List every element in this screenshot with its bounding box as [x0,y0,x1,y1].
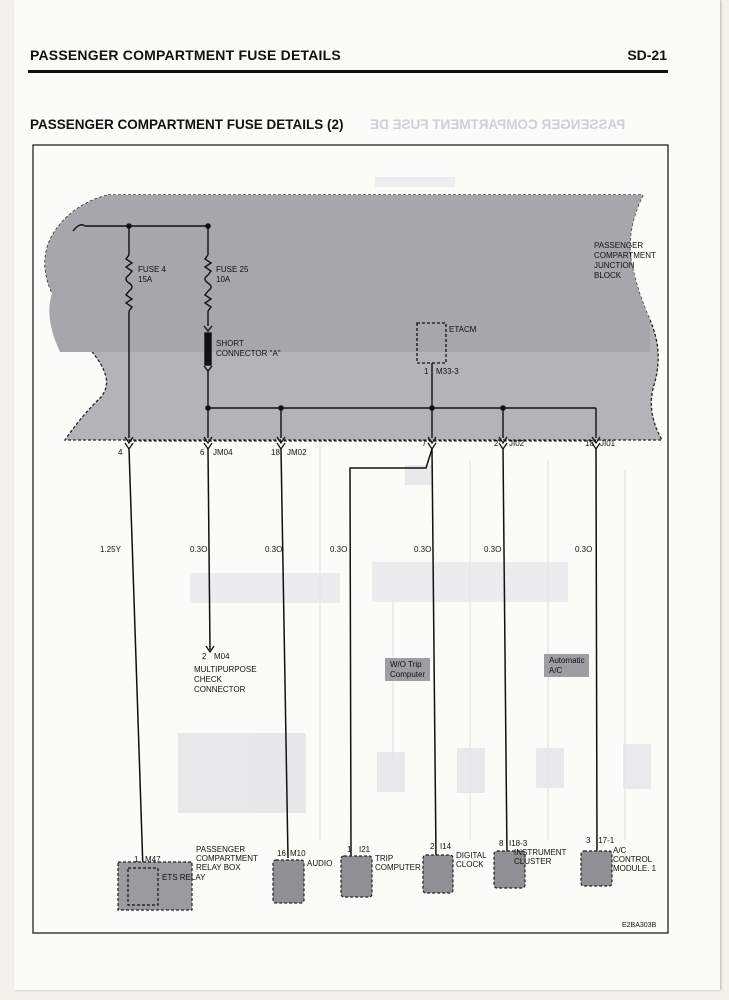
digital-clock-line1: DIGITAL [456,851,487,860]
instrument-cluster-component [493,850,526,889]
m04-pin: 2 [202,652,207,661]
terminal-pin: 7 [422,439,427,448]
relay-box-line1: PASSENGER [196,845,245,854]
wire-label: 1.25Y [100,545,122,554]
digital-clock-line2: CLOCK [456,860,484,869]
terminal-pin: 18 [585,439,594,448]
page-sheet [14,0,720,990]
trip-computer-line2: COMPUTER [375,863,421,872]
instrument-cluster-pin: 8 [499,839,504,848]
audio-component [272,859,305,904]
ac-control-pin: 3 [586,836,591,845]
terminal-connector: JI02 [509,439,525,448]
relay-box-pin: 1 [134,855,139,864]
audio-connector: M10 [290,849,306,858]
instrument-cluster-line1: INSTRUMENT [514,848,567,857]
note-automatic-2: A/C [549,666,563,675]
digital-clock-component [422,854,454,894]
short-connector-symbol [203,311,213,408]
ac-control-line3: MODULE. 1 [613,864,657,873]
trip-computer-pin: 1 [347,845,352,854]
terminal-connector: JI01 [600,439,616,448]
etacm-pin: 1 [424,367,429,376]
terminal-connector: JM04 [213,448,233,457]
fuse-25-rating: 10A [216,275,231,284]
ac-control-line1: A/C [613,846,627,855]
relay-box-line3: RELAY BOX [196,863,241,872]
diagram-frame [32,144,669,934]
note-wo-trip-2: Computer [390,670,425,679]
page-number: SD-21 [627,47,667,63]
terminal-pin: 2 [494,439,499,448]
multipurpose-line1: MULTIPURPOSE [194,665,257,674]
terminal-pin: 18 [271,448,280,457]
m04-connector: M04 [214,652,230,661]
page-header-title: PASSENGER COMPARTMENT FUSE DETAILS [30,47,341,63]
instrument-cluster-connector: I18-3 [509,839,528,848]
trip-computer-connector: I21 [359,845,371,854]
note-wo-trip-1: W/O Trip [390,660,422,669]
ac-control-line2: CONTROL [613,855,653,864]
ac-control-module-component [580,850,613,887]
short-connector-line2: CONNECTOR "A" [216,349,281,358]
relay-box-line2: COMPARTMENT [196,854,258,863]
etacm-box [416,322,447,364]
figure-code: E2BA303B [622,922,657,929]
digital-clock-pin: 2 [430,842,435,851]
audio-pin: 16 [277,849,286,858]
wire-label: 0.3O [265,545,282,554]
terminal-pin: 4 [118,448,123,457]
note-automatic-box [544,654,589,677]
fuse-4-rating: 15A [138,275,153,284]
wire-label: 0.3O [575,545,592,554]
fuse-25-name: FUSE 25 [216,265,249,274]
etacm-connector: M33-3 [436,367,459,376]
ets-relay-label: ETS RELAY [162,873,206,882]
relay-box-connector: M47 [145,855,161,864]
trip-computer-line1: TRIP [375,854,393,863]
fuse-4-symbol [124,226,134,312]
short-connector-line1: SHORT [216,339,244,348]
top-bus [72,224,208,232]
junction-label-3: JUNCTION [594,261,635,270]
ets-relay-box [127,867,159,906]
wire-label: 0.3O [190,545,207,554]
fuse-25-symbol [203,226,213,312]
wire-label: 0.3O [484,545,501,554]
etacm-label: ETACM [449,325,477,334]
wire-label: 0.3O [330,545,347,554]
trip-computer-component [340,855,373,898]
multipurpose-line3: CONNECTOR [194,685,246,694]
junction-label-4: BLOCK [594,271,622,280]
bus-drops [128,311,597,438]
m04-arrow [205,645,215,654]
audio-label: AUDIO [307,859,332,868]
junction-label-1: PASSENGER [594,241,643,250]
note-wo-trip-box [385,658,430,681]
wires [128,448,598,871]
relay-box-component [117,861,193,911]
header-rule [28,70,668,73]
junction-label-2: COMPARTMENT [594,251,656,260]
fuse-4-name: FUSE 4 [138,265,167,274]
multipurpose-line2: CHECK [194,675,223,684]
terminal-connector: JM02 [287,448,307,457]
digital-clock-connector: I14 [440,842,452,851]
terminal-pin: 6 [200,448,205,457]
note-automatic-1: Automatic [549,656,585,665]
wire-label: 0.3O [414,545,431,554]
section-title: PASSENGER COMPARTMENT FUSE DETAILS (2) [30,117,344,132]
ac-control-connector: I17-1 [596,836,615,845]
instrument-cluster-line2: CLUSTER [514,857,552,866]
ghost-background [178,177,651,840]
